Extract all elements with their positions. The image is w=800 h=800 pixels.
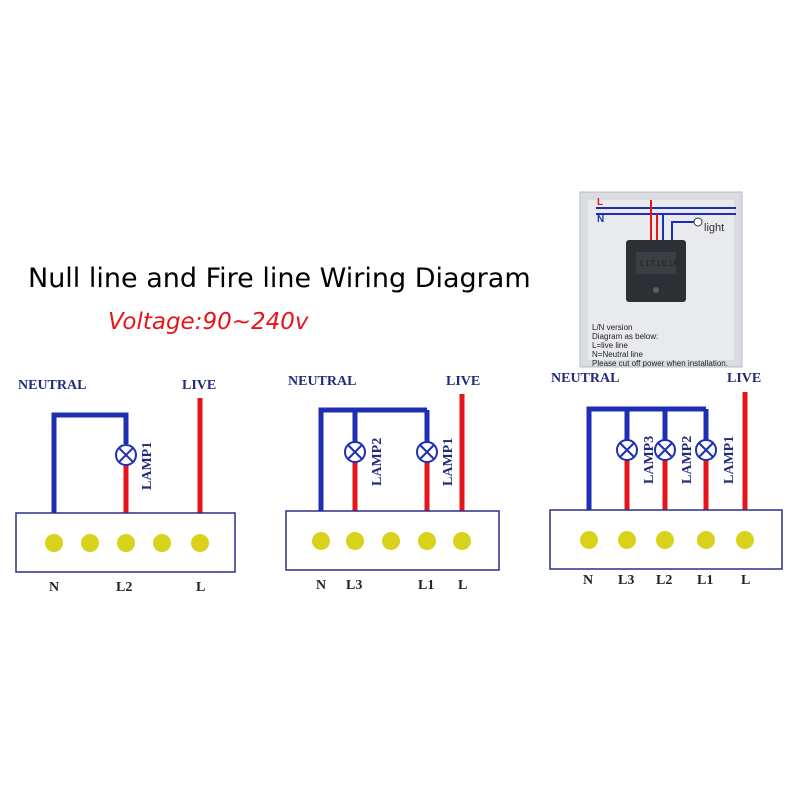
photo-n-label: N	[597, 214, 604, 225]
diagram-2-terminal-empty	[382, 532, 400, 550]
diagram-2-terminal-label-n: N	[316, 578, 326, 593]
photo-switch-plate	[636, 252, 676, 274]
diagram-3-terminal-n	[580, 531, 598, 549]
diagram-1-gang: NEUTRAL LIVE LAMP1 N L2 L	[15, 378, 236, 595]
diagram-2-terminal-label-l: L	[458, 578, 467, 593]
diagram-1-terminal-empty-2	[153, 534, 171, 552]
diagram-2-neutral-label: NEUTRAL	[288, 374, 356, 389]
diagram-3-terminal-l3	[618, 531, 636, 549]
diagram-3-terminal-label-l: L	[741, 573, 750, 588]
diagram-2-neutral-wire	[318, 407, 427, 541]
diagram-1-terminal-empty	[81, 534, 99, 552]
diagram-2-terminal-l1	[418, 532, 436, 550]
photo-switch-screw	[653, 287, 659, 293]
diagram-2-terminal-n	[312, 532, 330, 550]
diagram-1-lamp1	[115, 444, 137, 466]
diagram-1-terminal-l	[191, 534, 209, 552]
diagram-1-terminal-l2	[117, 534, 135, 552]
diagram-3-lamp2-label: LAMP2	[680, 436, 695, 484]
diagram-1-live-label: LIVE	[182, 378, 216, 393]
photo-note-2: Diagram as below:	[592, 332, 658, 341]
diagram-2-terminal-l	[453, 532, 471, 550]
diagram-2-lamp1-label: LAMP1	[441, 438, 456, 486]
photo-switch-text: L LT LE LK	[640, 259, 680, 268]
diagram-3-lamp2	[654, 439, 676, 461]
diagram-1-neutral-label: NEUTRAL	[18, 378, 86, 393]
diagram-3-terminal-l2	[656, 531, 674, 549]
diagram-1-terminal-label-n: N	[49, 580, 59, 595]
page-title: Null line and Fire line Wiring Diagram	[28, 263, 531, 294]
diagram-2-live-label: LIVE	[446, 374, 480, 389]
diagram-2-gang: NEUTRAL LIVE LAMP2 LAMP1 N L3 L1 L	[285, 374, 500, 593]
diagram-3-terminal-l	[736, 531, 754, 549]
photo-l-label: L	[597, 197, 603, 208]
diagram-2-lamp2	[344, 441, 366, 463]
diagram-2-lamp2-label: LAMP2	[370, 438, 385, 486]
diagram-2-terminal-l3	[346, 532, 364, 550]
diagram-3-lamp1-label: LAMP1	[722, 436, 737, 484]
voltage-label: Voltage:90~240v	[108, 309, 309, 335]
diagram-1-terminal-label-l: L	[196, 580, 205, 595]
diagram-3-lamp3-label: LAMP3	[642, 436, 657, 484]
diagram-1-terminal-n	[45, 534, 63, 552]
diagram-3-terminal-l1	[697, 531, 715, 549]
diagram-3-live-label: LIVE	[727, 371, 761, 386]
diagram-3-lamp1	[695, 439, 717, 461]
diagram-3-terminal-label-n: N	[583, 573, 593, 588]
photo-note-3: L=live line	[592, 341, 628, 350]
product-photo: L N light L LT LE LK L/N version Diagram…	[579, 191, 743, 368]
photo-note-5: Please cut off power when installation.	[592, 359, 728, 368]
diagram-3-terminal-label-l2: L2	[656, 573, 672, 588]
photo-bulb-icon	[693, 217, 703, 227]
diagram-3-gang: NEUTRAL LIVE LAMP3 LAMP2 LAMP1	[549, 371, 783, 588]
diagram-2-lamp1	[416, 441, 438, 463]
diagram-1-neutral-wire	[51, 412, 129, 543]
photo-note-1: L/N version	[592, 323, 632, 332]
diagram-1-terminal-label-l2: L2	[116, 580, 132, 595]
diagram-3-terminal-label-l3: L3	[618, 573, 634, 588]
photo-note-4: N=Neutral line	[592, 350, 643, 359]
diagram-3-neutral-label: NEUTRAL	[551, 371, 619, 386]
diagram-3-lamp3	[616, 439, 638, 461]
diagram-2-terminal-label-l3: L3	[346, 578, 362, 593]
photo-light-label: light	[704, 222, 724, 234]
diagram-3-terminal-label-l1: L1	[697, 573, 713, 588]
diagram-2-terminal-label-l1: L1	[418, 578, 434, 593]
diagram-1-lamp1-label: LAMP1	[140, 442, 155, 490]
